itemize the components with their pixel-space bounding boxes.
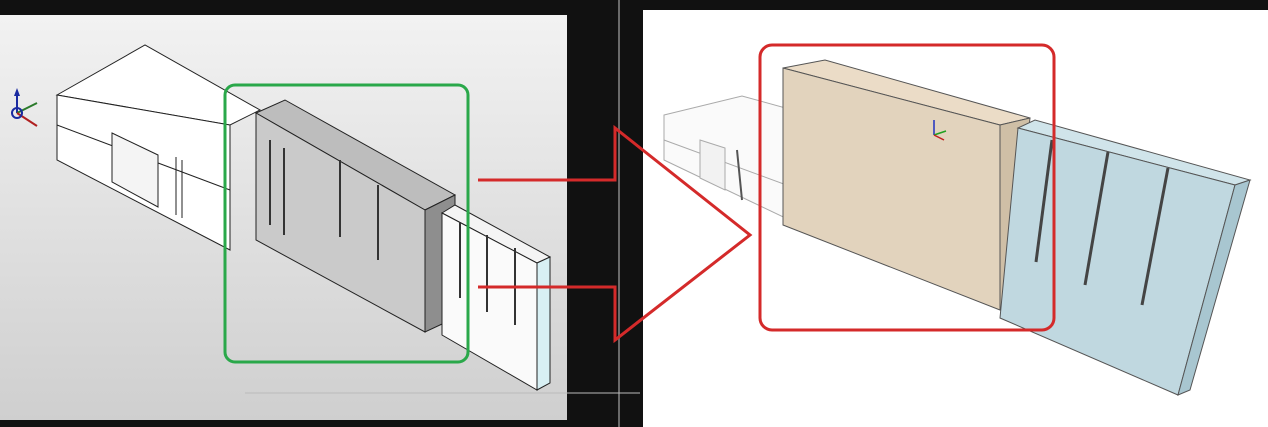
building-model-ghost[interactable] xyxy=(663,95,801,226)
arrow-right-icon xyxy=(478,124,753,344)
selection-box-red xyxy=(758,43,1056,332)
selection-box-green xyxy=(223,83,470,364)
blue-wall-panel[interactable] xyxy=(999,119,1252,396)
viewport-splitter[interactable] xyxy=(618,0,620,427)
tan-wall-panel[interactable] xyxy=(782,59,1031,311)
axis-triad-icon-small xyxy=(933,120,947,141)
gray-wall-panel[interactable] xyxy=(254,99,457,333)
axis-triad-icon[interactable] xyxy=(11,88,38,127)
building-model[interactable] xyxy=(55,44,262,251)
